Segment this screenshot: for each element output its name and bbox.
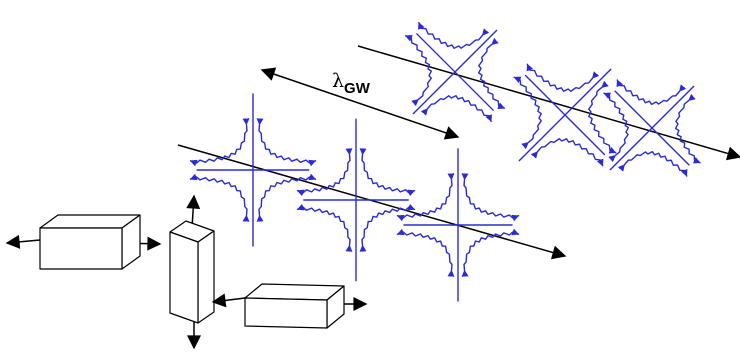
detector-mass-block-left xyxy=(5,214,162,270)
wavelength-label: λGW xyxy=(332,70,371,97)
plus-polarization-field xyxy=(404,21,506,123)
plus-polarization-field xyxy=(189,93,317,247)
plus-polarization-field xyxy=(513,63,617,167)
propagation-arrow-upper xyxy=(357,45,740,161)
plus-polarization-field xyxy=(603,79,701,177)
detector-mass-block-right xyxy=(211,283,368,329)
plus-polarization-field xyxy=(296,118,416,282)
field-patterns xyxy=(189,21,701,302)
detector-mass-block-vertical xyxy=(169,194,215,350)
plus-polarization-field xyxy=(396,148,520,302)
wavelength-arrow xyxy=(260,67,460,140)
